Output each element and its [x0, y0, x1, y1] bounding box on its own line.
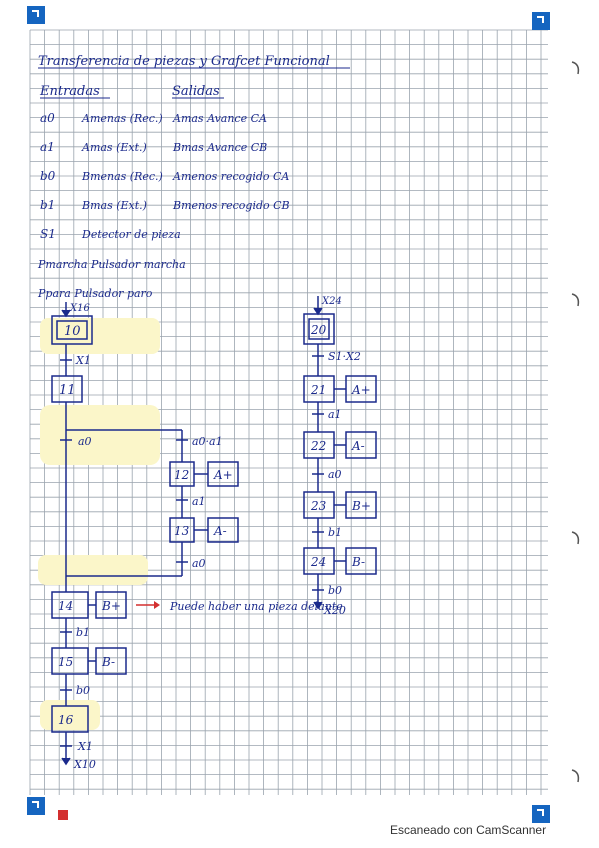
input-desc: Bmenas (Rec.)	[81, 170, 163, 183]
corner-marker-icon	[532, 12, 550, 30]
input-code: b0	[40, 169, 56, 183]
action-label: A+	[351, 383, 371, 397]
transition-label: a1	[192, 495, 206, 508]
transition-label: a0	[78, 435, 92, 448]
transition-label: S1·X2	[328, 350, 361, 363]
transition-label: X1	[77, 740, 93, 753]
left-initial-ref: X16	[69, 303, 90, 314]
step-label: 10	[64, 324, 81, 339]
input-desc: Detector de pieza	[81, 228, 181, 241]
output-desc: Bmas Avance CB	[172, 141, 267, 154]
transition-label: a0	[192, 557, 206, 570]
input-code: a1	[40, 140, 55, 154]
action-label: A+	[213, 468, 233, 482]
step-label: 15	[58, 655, 73, 669]
transition-label: a0·a1	[192, 435, 223, 448]
action-label: B+	[101, 599, 121, 613]
step-label: 13	[174, 524, 190, 538]
binder-holes	[571, 61, 580, 783]
step-label: 24	[310, 555, 326, 569]
transition-label: a0	[328, 468, 342, 481]
transition-label: b0	[76, 684, 90, 697]
right-end-ref: X20	[323, 604, 346, 617]
input-code: S1	[40, 227, 56, 241]
header-salidas: Salidas	[172, 84, 220, 99]
output-desc: Bmenos recogido CB	[172, 199, 290, 212]
annotation-text: Puede haber una pieza delante	[169, 600, 343, 613]
left-end-ref: X10	[73, 758, 96, 771]
note-marcha: Pmarcha Pulsador marcha	[37, 258, 186, 271]
step-label: 22	[310, 439, 326, 453]
header-entradas: Entradas	[39, 84, 100, 99]
transition-label: b1	[76, 626, 90, 639]
action-label: B-	[101, 655, 115, 669]
input-desc: Amas (Ext.)	[81, 141, 147, 154]
title-line: Transferencia de piezas y Grafcet Funcio…	[38, 54, 330, 69]
transition-label: X1	[75, 354, 91, 367]
note-paro: Ppara Pulsador paro	[37, 287, 153, 300]
output-desc: Amas Avance CA	[172, 112, 267, 125]
input-desc: Bmas (Ext.)	[81, 199, 147, 212]
transition-label: a1	[328, 408, 342, 421]
red-mark	[58, 810, 68, 820]
action-label: B-	[351, 555, 365, 569]
step-label: 16	[58, 713, 74, 727]
corner-marker-icon	[27, 797, 45, 815]
right-initial-ref: X24	[321, 296, 342, 307]
step-label: 21	[310, 383, 326, 397]
transition-label: b0	[328, 584, 342, 597]
step-label: 23	[310, 499, 327, 513]
action-label: A-	[351, 439, 365, 453]
input-code: b1	[40, 198, 55, 212]
output-desc: Amenos recogido CA	[172, 170, 289, 183]
step-label: 11	[59, 383, 76, 398]
grafcet-right	[303, 296, 377, 610]
grafcet-left	[51, 302, 239, 766]
corner-marker-icon	[532, 805, 550, 823]
corner-marker-icon	[27, 6, 45, 24]
scanner-watermark: Escaneado con CamScanner	[390, 823, 547, 837]
action-label: B+	[351, 499, 371, 513]
input-code: a0	[40, 111, 55, 125]
step-label: 14	[58, 599, 73, 613]
annotation-arrow	[136, 601, 160, 609]
step-label: 20	[310, 323, 327, 337]
transition-label: b1	[328, 526, 342, 539]
input-desc: Amenas (Rec.)	[81, 112, 163, 125]
step-label: 12	[174, 468, 189, 482]
action-label: A-	[213, 524, 227, 538]
